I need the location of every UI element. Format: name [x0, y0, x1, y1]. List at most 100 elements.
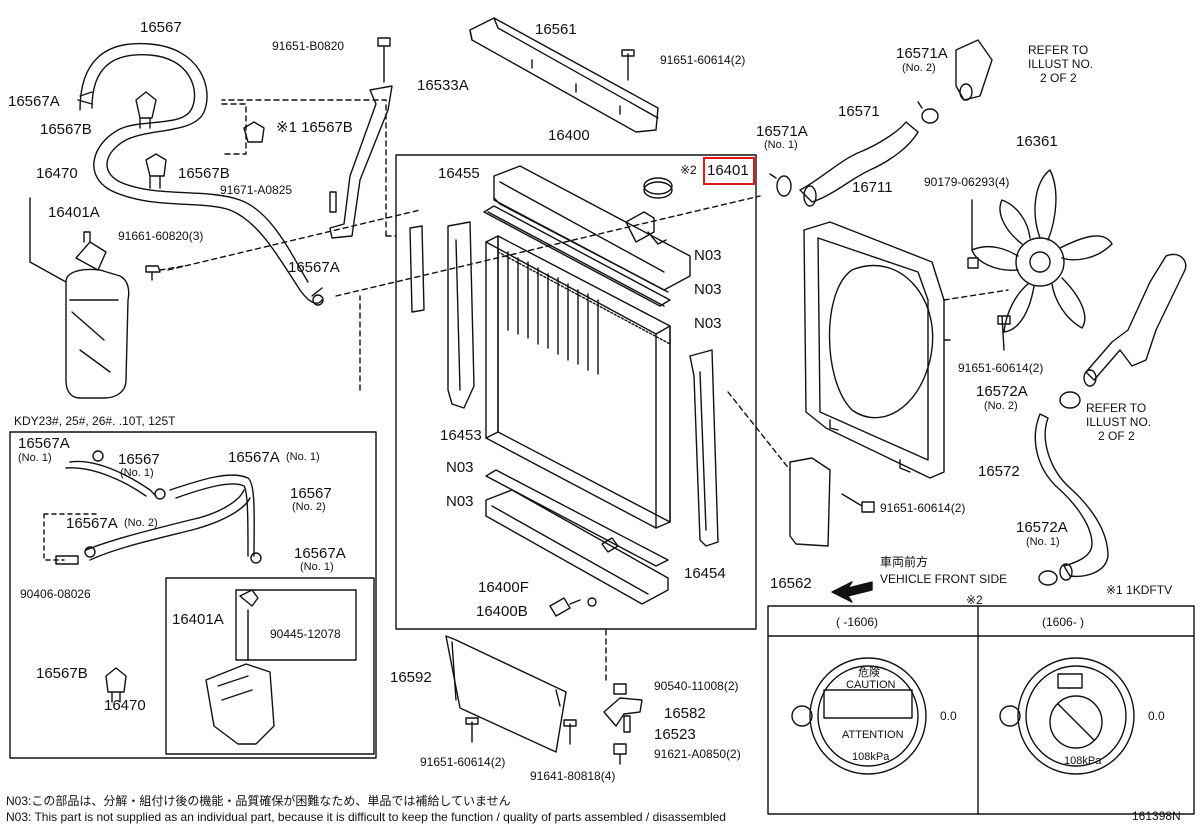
- inset-tank-16470-drawing: [205, 589, 275, 745]
- part-label-16567a-top: 16567A: [8, 93, 60, 110]
- water-inlet-pipe-drawing: [1083, 253, 1187, 387]
- inset-label-16567a-1-qualifier: (No. 1): [18, 452, 52, 464]
- part-label-16572a-no2-qualifier: (No. 2): [984, 400, 1018, 412]
- clip-16567a-top-drawing: [77, 91, 93, 105]
- part-label-16567b-2: ※1 16567B: [276, 119, 353, 136]
- refer-note-1-line2: ILLUST NO.: [1028, 57, 1094, 71]
- reserve-tank-16470-drawing: [29, 197, 130, 399]
- side-member-16453-drawing: [409, 221, 475, 409]
- inset-label-90406-08026: 90406-08026: [20, 587, 91, 601]
- highlight-box-16401[interactable]: 16401: [703, 157, 755, 185]
- part-label-91651-b0820: 91651-B0820: [272, 39, 345, 53]
- inset-label-16567a-4-qualifier: (No. 1): [300, 561, 334, 573]
- cap-left-caution-en: CAUTION: [846, 679, 896, 691]
- cap-left-pressure: 108kPa: [852, 751, 890, 763]
- part-label-16401-star: ※2: [680, 163, 697, 177]
- clamp-16572a-no2-drawing: [1059, 391, 1081, 409]
- bracket-16582-drawing: [603, 629, 643, 765]
- part-label-16567: 16567: [140, 19, 182, 36]
- direction-jp: 車両前方: [880, 555, 929, 569]
- under-cover-16592-drawing: [445, 635, 577, 753]
- refer-note-1-line1: REFER TO: [1028, 43, 1089, 57]
- vehicle-front-arrow: [831, 581, 873, 603]
- inset-label-16567a-3: 16567A: [66, 515, 118, 532]
- part-label-16523: 16523: [654, 726, 696, 743]
- inset-label-16567a-3-qualifier: (No. 2): [124, 517, 158, 529]
- part-label-16567a-mid: 16567A: [288, 259, 340, 276]
- part-label-91641-80818: 91641-80818(4): [530, 769, 616, 783]
- radiator-cap-16401-drawing: [643, 177, 673, 199]
- inset-hose-drawing: [43, 460, 255, 561]
- refer-note-2-line3: 2 OF 2: [1098, 429, 1135, 443]
- part-label-16453: 16453: [440, 427, 482, 444]
- cap-right-drawing: [999, 657, 1135, 775]
- part-label-16572a-no1-qualifier: (No. 1): [1026, 536, 1060, 548]
- part-label-16470-top: 16470: [36, 165, 78, 182]
- part-label-16401a-top: 16401A: [48, 204, 100, 221]
- part-label-n03-5: N03: [446, 493, 474, 510]
- part-label-16571a-no2: 16571A: [896, 45, 948, 62]
- part-label-16571: 16571: [838, 103, 880, 120]
- cap-left-caution-jp: 危険: [858, 667, 880, 679]
- clip-16567b-2-drawing: [243, 121, 265, 143]
- cap-panel-right-header: (1606- ): [1042, 615, 1085, 629]
- cap-panel-left-header: ( -1606): [836, 615, 879, 629]
- part-label-91651-60614-top: 91651-60614(2): [660, 53, 746, 67]
- part-label-16400b: 16400B: [476, 603, 528, 620]
- inset-label-16567-2-qualifier: (No. 2): [292, 501, 326, 513]
- inset-box-outline: [9, 431, 377, 759]
- lower-tank-drawing: [485, 469, 669, 605]
- bolt-91661-drawing: [145, 265, 161, 281]
- part-label-16401[interactable]: 16401: [707, 162, 749, 179]
- part-label-91651-60614-bottom: 91651-60614(2): [420, 755, 506, 769]
- support-16561-drawing: [469, 17, 659, 133]
- clamp-16571a-no2-drawing: [917, 101, 939, 124]
- refer-note-1-line3: 2 OF 2: [1040, 71, 1077, 85]
- part-label-16572a-no1: 16572A: [1016, 519, 1068, 536]
- part-label-91621-a0850: 91621-A0850(2): [654, 747, 741, 761]
- part-label-n03-2: N03: [694, 281, 722, 298]
- clip-16567a-mid-drawing: [311, 287, 324, 306]
- hose-16571-drawing: [799, 121, 919, 207]
- inset-clip-16567b-drawing: [105, 667, 127, 703]
- part-label-91671-a0825: 91671-A0825: [220, 183, 293, 197]
- cap-left-drawing: [791, 657, 927, 775]
- radiator-core-drawing: [485, 235, 671, 529]
- part-label-16361: 16361: [1016, 133, 1058, 150]
- drain-cock-16400b-drawing: [549, 597, 597, 617]
- variant-note: KDY23#, 25#, 26#. .10T, 125T: [14, 414, 176, 428]
- part-label-16561: 16561: [535, 21, 577, 38]
- part-label-91651-60614-right: 91651-60614(2): [958, 361, 1044, 375]
- part-label-16572: 16572: [978, 463, 1020, 480]
- clip-16567b-1-drawing: [135, 91, 157, 129]
- hose-16567-drawing: [79, 42, 323, 304]
- inset-label-90445-12078: 90445-12078: [270, 627, 341, 641]
- inset-label-16567b: 16567B: [36, 665, 88, 682]
- part-label-16533a: 16533A: [417, 77, 469, 94]
- part-label-90179-06293: 90179-06293(4): [924, 175, 1010, 189]
- part-label-n03-3: N03: [694, 315, 722, 332]
- fan-shroud-16711-drawing: [803, 221, 951, 479]
- footnote-en: N03: This part is not supplied as an ind…: [6, 810, 726, 824]
- part-label-16592: 16592: [390, 669, 432, 686]
- inset-tank-subbox-outline: [235, 589, 357, 661]
- inset-label-16401a: 16401A: [172, 611, 224, 628]
- hose-16572-drawing: [1034, 413, 1109, 581]
- cap-left-attention: ATTENTION: [842, 729, 904, 741]
- part-label-16572a-no2: 16572A: [976, 383, 1028, 400]
- part-label-16711: 16711: [852, 179, 893, 196]
- direction-en: VEHICLE FRONT SIDE: [880, 572, 1008, 586]
- upper-tank-drawing: [493, 165, 691, 293]
- part-label-16567b-1: 16567B: [40, 121, 92, 138]
- inset-label-16567a-1: 16567A: [18, 435, 70, 452]
- part-label-16567b-3: 16567B: [178, 165, 230, 182]
- clamp-16571a-no1-drawing: [769, 173, 792, 197]
- part-label-16455: 16455: [438, 165, 480, 182]
- inset-label-16567-1-qualifier: (No. 1): [120, 467, 154, 479]
- refer-note-2-line2: ILLUST NO.: [1086, 415, 1152, 429]
- refer-note-2-line1: REFER TO: [1086, 401, 1147, 415]
- clamp-16572a-no1-drawing: [1038, 570, 1058, 586]
- bracket-16533a-drawing: [329, 37, 393, 239]
- water-outlet-refer-drawing: [955, 39, 993, 101]
